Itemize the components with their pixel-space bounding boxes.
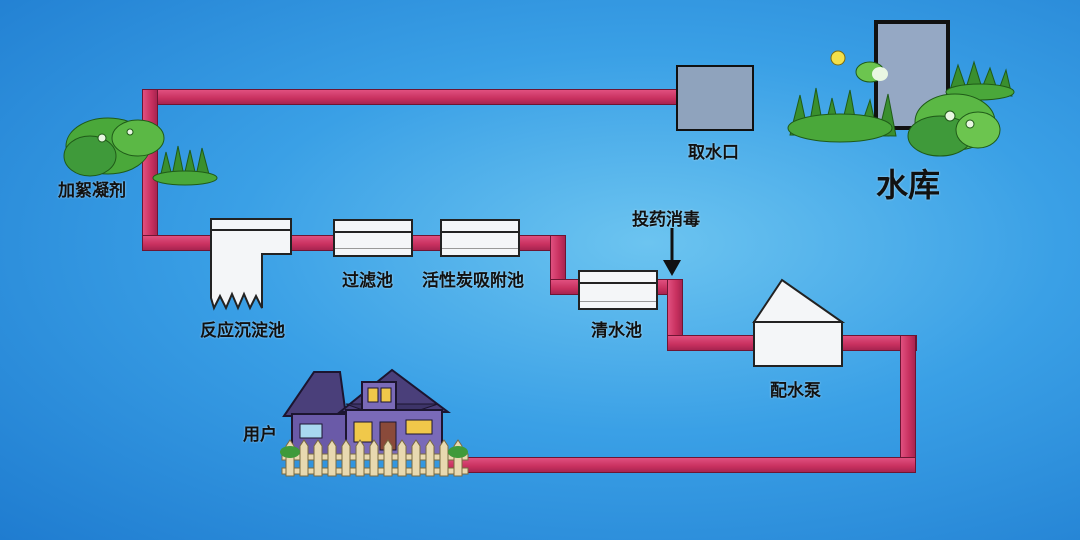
- clearwater-label: 清水池: [591, 321, 642, 341]
- pipe-right-vertical: [900, 335, 916, 473]
- clearwater-tank: [578, 270, 658, 310]
- reservoir-grass: [787, 50, 1015, 157]
- intake-label: 取水口: [688, 143, 739, 163]
- filter-label: 过滤池: [342, 271, 393, 291]
- carbon-label: 活性炭吸附池: [422, 271, 524, 291]
- user-house: [280, 368, 469, 477]
- user-label: 用户: [243, 425, 277, 445]
- coagulant-label: 加絮凝剂: [58, 181, 126, 201]
- distribution-pump: [752, 278, 846, 367]
- sedimentation-label: 反应沉淀池: [200, 321, 285, 341]
- coagulant-bush: [63, 117, 218, 186]
- disinfect-arrow-icon: [663, 228, 681, 276]
- filter-tank: [333, 219, 413, 257]
- pump-label: 配水泵: [770, 381, 821, 401]
- sedimentation-tank: [210, 218, 292, 311]
- water-intake-box: [676, 65, 754, 131]
- pipe-top: [142, 89, 682, 105]
- disinfect-label: 投药消毒: [632, 210, 700, 230]
- pipe-bottom-to-user: [440, 457, 916, 473]
- carbon-adsorption-tank: [440, 219, 520, 257]
- reservoir-label: 水库: [876, 166, 941, 204]
